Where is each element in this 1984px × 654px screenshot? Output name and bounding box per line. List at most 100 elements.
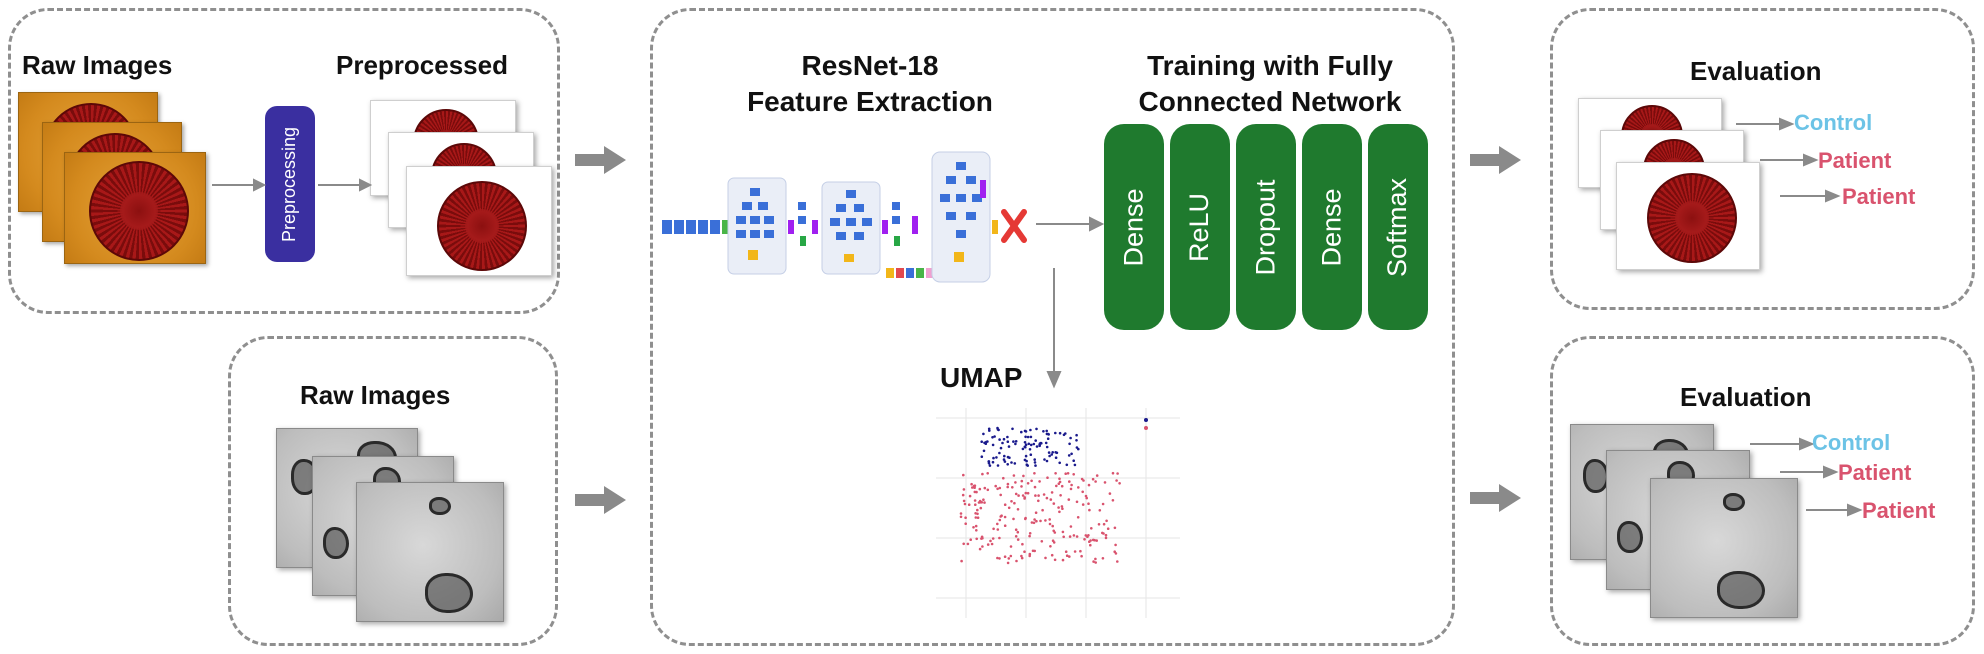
umap-point-patient: [1012, 474, 1016, 477]
umap-point-patient: [1115, 479, 1118, 482]
umap-point-patient: [1058, 480, 1062, 484]
umap-point-control: [1013, 462, 1017, 465]
umap-point-patient: [1072, 534, 1076, 537]
umap-point-control: [1075, 433, 1078, 437]
umap-point-patient: [1014, 535, 1018, 538]
umap-point-patient: [1055, 484, 1058, 488]
umap-point-patient: [973, 499, 977, 502]
umap-point-patient: [1098, 509, 1102, 512]
umap-point-control: [1006, 435, 1009, 439]
umap-point-patient: [1057, 506, 1060, 509]
umap-point-control: [1029, 453, 1033, 456]
umap-point-patient: [962, 488, 966, 491]
umap-point-control: [1029, 443, 1033, 447]
umap-point-patient: [1061, 558, 1065, 562]
resnet-input-blocks: [662, 220, 732, 234]
raw-images-bottom-title: Raw Images: [300, 380, 451, 410]
umap-point-control: [1050, 453, 1053, 456]
umap-point-patient: [1033, 472, 1036, 475]
umap-point-patient: [976, 508, 979, 512]
umap-point-control: [1014, 442, 1017, 446]
umap-point-patient: [1065, 554, 1069, 557]
umap-point-patient: [1003, 524, 1007, 527]
umap-point-patient: [1053, 558, 1057, 562]
umap-point-control: [1033, 461, 1037, 464]
umap-point-patient: [974, 503, 977, 506]
fc-dropout: Dropout: [1236, 124, 1296, 330]
umap-point-patient: [1058, 477, 1061, 480]
umap-point-patient: [1007, 557, 1011, 560]
umap-point-patient: [1022, 474, 1025, 478]
umap-point-control: [1033, 458, 1036, 461]
umap-point-patient: [1087, 534, 1090, 537]
umap-point-patient: [1082, 479, 1085, 482]
umap-point-control: [1021, 447, 1025, 451]
umap-point-control: [995, 456, 998, 459]
umap-point-patient: [1069, 487, 1073, 491]
umap-point-patient: [999, 515, 1002, 518]
umap-point-patient: [1104, 533, 1108, 537]
umap-point-patient: [1021, 494, 1025, 497]
umap-point-patient: [966, 542, 970, 546]
umap-point-patient: [1088, 540, 1091, 543]
umap-point-patient: [982, 498, 985, 501]
umap-point-patient: [1044, 519, 1047, 522]
umap-point-patient: [1016, 508, 1020, 511]
umap-point-patient: [1033, 518, 1036, 521]
umap-point-patient: [986, 472, 989, 475]
umap-point-control: [1072, 459, 1075, 462]
training-title: Training with Fully Connected Network: [1100, 48, 1440, 120]
umap-point-patient: [1014, 481, 1017, 484]
umap-point-patient: [962, 473, 965, 477]
umap-point-patient: [1084, 494, 1088, 498]
umap-point-patient: [1060, 484, 1064, 488]
preprocessed-image-3: [406, 166, 552, 276]
arrow-to-model-top: [575, 146, 626, 174]
umap-point-patient: [1052, 502, 1056, 505]
umap-point-control: [1065, 463, 1069, 467]
umap-point-patient: [998, 536, 1001, 540]
umap-point-control: [1023, 445, 1027, 449]
umap-point-patient: [998, 486, 1002, 490]
umap-point-patient: [975, 490, 978, 494]
umap-point-patient: [1057, 482, 1061, 485]
umap-point-patient: [994, 484, 997, 488]
umap-point-control: [991, 460, 995, 464]
umap-point-patient: [1030, 521, 1034, 524]
umap-point-patient: [1037, 499, 1040, 503]
resnet-title-line2: Feature Extraction: [747, 86, 993, 117]
umap-point-patient: [1094, 557, 1097, 561]
umap-point-patient: [996, 556, 999, 560]
umap-point-patient: [974, 516, 978, 519]
eval-top-output-patient-2: Patient: [1842, 184, 1916, 209]
umap-point-patient: [1009, 554, 1013, 558]
umap-point-control: [1045, 459, 1049, 463]
umap-point-patient: [1077, 486, 1080, 489]
umap-point-patient: [1024, 491, 1028, 495]
umap-point-patient: [1006, 482, 1010, 486]
resnet-title: ResNet-18 Feature Extraction: [720, 48, 1020, 120]
preprocessing-step: Preprocessing: [265, 106, 315, 262]
fc-relu: ReLU: [1170, 124, 1230, 330]
umap-point-control: [998, 451, 1001, 455]
umap-point-patient: [1023, 550, 1026, 553]
umap-point-patient: [1050, 553, 1054, 557]
umap-point-control: [1067, 454, 1071, 457]
umap-point-patient: [1007, 506, 1011, 510]
umap-point-control: [1023, 441, 1027, 444]
umap-point-control: [991, 436, 994, 439]
umap-point-patient: [1059, 494, 1062, 497]
umap-point-patient: [1068, 480, 1071, 483]
umap-point-control: [1006, 455, 1010, 459]
umap-point-patient: [1020, 556, 1024, 560]
umap-point-patient: [1028, 554, 1031, 558]
umap-point-control: [988, 464, 992, 467]
umap-point-control: [1058, 431, 1062, 435]
umap-point-patient: [972, 526, 975, 529]
umap-point-patient: [1051, 539, 1055, 542]
umap-point-control: [1006, 463, 1009, 466]
umap-point-patient: [1051, 524, 1054, 528]
umap-point-patient: [1006, 485, 1009, 489]
umap-point-patient: [1092, 560, 1095, 563]
umap-point-patient: [990, 542, 994, 546]
